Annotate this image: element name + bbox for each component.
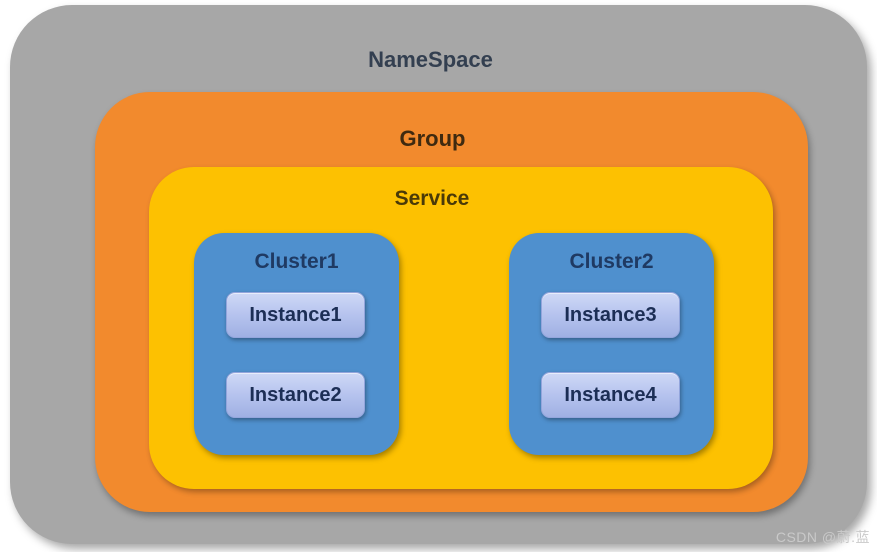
instance4-label: Instance4 (564, 383, 657, 406)
service-label: Service (394, 187, 470, 210)
service-container: Service Cluster1 Instance1 Instance2 Clu… (149, 167, 773, 489)
namespace-label: NameSpace (368, 47, 493, 72)
cluster2-container: Cluster2 Instance3 Instance4 (509, 233, 714, 455)
group-label: Group (399, 126, 466, 151)
cluster2-label: Cluster2 (569, 250, 654, 273)
namespace-container: NameSpace Group Service Cluster1 Instanc… (10, 5, 867, 544)
instance1-box: Instance1 (226, 292, 365, 338)
watermark: CSDN @蔚.蓝 (775, 529, 870, 545)
group-container: Group Service Cluster1 Instance1 Instanc… (95, 92, 808, 512)
instance4-box: Instance4 (541, 372, 680, 418)
instance2-label: Instance2 (249, 383, 342, 406)
instance3-box: Instance3 (541, 292, 680, 338)
instance2-box: Instance2 (226, 372, 365, 418)
cluster1-container: Cluster1 Instance1 Instance2 (194, 233, 399, 455)
cluster1-label: Cluster1 (254, 250, 339, 273)
instance1-label: Instance1 (249, 303, 342, 326)
instance3-label: Instance3 (564, 303, 657, 326)
